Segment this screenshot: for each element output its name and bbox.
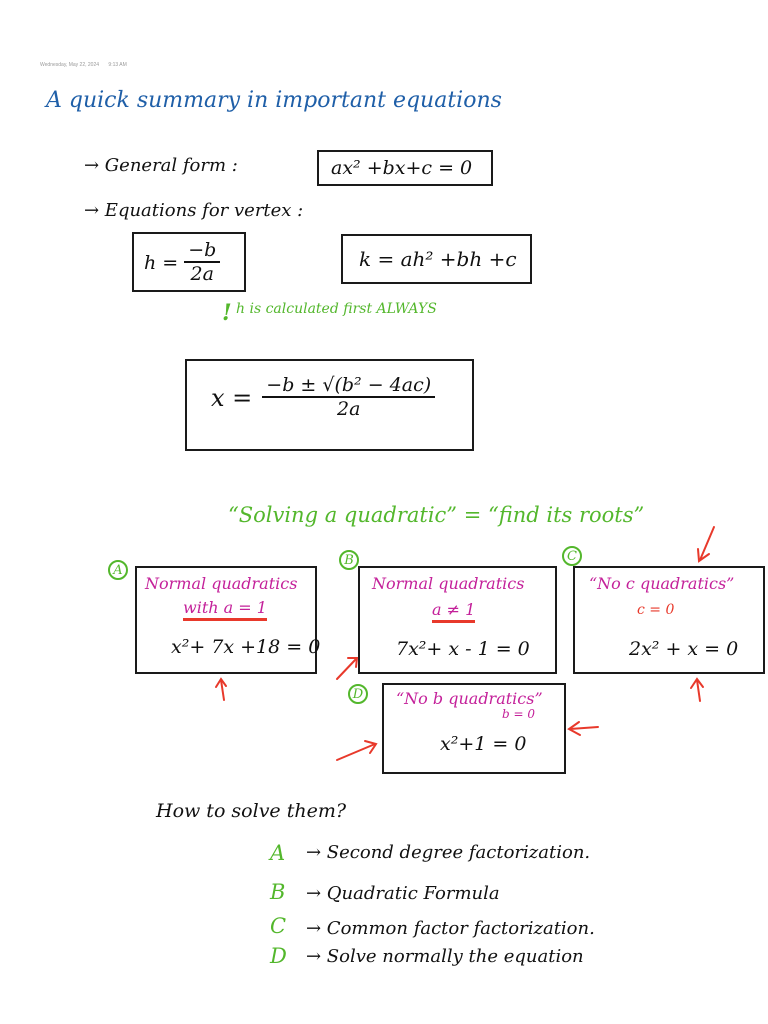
case-a-title: Normal quadratics xyxy=(145,574,298,593)
method-b-text: → Quadratic Formula xyxy=(306,883,500,904)
method-d-letter: D xyxy=(270,944,287,968)
arrow-case-b-icon xyxy=(336,657,359,680)
quadratic-formula-lhs: x = xyxy=(211,383,253,412)
case-b-badge: B xyxy=(339,550,359,570)
quadratic-formula-numerator: −b ± √(b² − 4ac) xyxy=(262,375,436,398)
vertex-h-fraction: −b 2a xyxy=(184,240,221,286)
quadratic-formula: x = −b ± √(b² − 4ac) 2a xyxy=(211,375,436,421)
warning-icon: ! xyxy=(222,300,232,326)
method-c-text: → Common factor factorization. xyxy=(306,918,595,939)
arrow-case-d-left-icon xyxy=(336,740,378,761)
case-d-title: “No b quadratics” xyxy=(396,689,543,708)
case-c-box: “No c quadratics” c = 0 2x² + x = 0 xyxy=(573,566,765,674)
general-form-label: → General form : xyxy=(84,155,238,176)
arrow-case-a-icon xyxy=(215,677,227,701)
arrow-case-c-top-icon xyxy=(697,526,715,563)
arrow-case-c-bottom-icon xyxy=(690,677,704,702)
vertex-h-formula: h = −b 2a xyxy=(144,240,221,286)
case-a-equation: x²+ 7x +18 = 0 xyxy=(171,636,321,658)
method-a-text: → Second degree factorization. xyxy=(306,842,591,863)
quadratic-formula-fraction: −b ± √(b² − 4ac) 2a xyxy=(262,375,436,421)
note-timestamp: Wednesday, May 22, 2024 9:13 AM xyxy=(40,62,135,68)
quadratic-formula-denominator: 2a xyxy=(337,397,361,420)
vertex-h-lhs: h = xyxy=(144,251,179,274)
case-c-title: “No c quadratics” xyxy=(589,574,735,593)
general-form-box: ax² +bx+c = 0 xyxy=(317,150,493,186)
method-a-letter: A xyxy=(270,841,286,865)
case-a-badge: A xyxy=(108,560,128,580)
method-c-letter: C xyxy=(270,914,287,938)
case-d-box: “No b quadratics” b = 0 x²+1 = 0 xyxy=(382,683,566,774)
page-title: A quick summary in important equations xyxy=(46,88,502,113)
vertex-label: → Equations for vertex : xyxy=(84,200,304,221)
vertex-h-denominator: 2a xyxy=(190,262,214,285)
vertex-note: h is calculated first ALWAYS xyxy=(236,301,437,317)
case-d-badge: D xyxy=(348,684,368,704)
solving-heading: “Solving a quadratic” = “find its roots” xyxy=(228,503,645,527)
case-a-box: Normal quadratics with a = 1 x²+ 7x +18 … xyxy=(135,566,321,674)
vertex-h-box: h = −b 2a xyxy=(132,232,246,292)
vertex-h-numerator: −b xyxy=(184,240,221,263)
arrow-case-d-right-icon xyxy=(567,721,599,736)
case-b-box: Normal quadratics a ≠ 1 7x²+ x - 1 = 0 xyxy=(358,566,557,674)
vertex-k-equation: k = ah² +bh +c xyxy=(359,247,517,271)
vertex-k-box: k = ah² +bh +c xyxy=(341,234,532,284)
quadratic-formula-box: x = −b ± √(b² − 4ac) 2a xyxy=(185,359,474,451)
case-b-title: Normal quadratics xyxy=(372,574,525,593)
case-c-badge: C xyxy=(562,546,582,566)
method-b-letter: B xyxy=(270,880,286,904)
case-d-condition: b = 0 xyxy=(502,707,535,721)
case-d-equation: x²+1 = 0 xyxy=(440,733,527,755)
case-a-condition: with a = 1 xyxy=(183,598,267,621)
case-c-condition: c = 0 xyxy=(637,602,675,618)
case-c-equation: 2x² + x = 0 xyxy=(629,638,739,660)
how-to-question: How to solve them? xyxy=(156,800,347,822)
case-b-condition: a ≠ 1 xyxy=(432,600,476,623)
note-time: 9:13 AM xyxy=(108,62,127,68)
note-date: Wednesday, May 22, 2024 xyxy=(40,62,100,68)
method-d-text: → Solve normally the equation xyxy=(306,946,584,967)
case-b-equation: 7x²+ x - 1 = 0 xyxy=(396,638,530,660)
general-form-equation: ax² +bx+c = 0 xyxy=(331,157,473,179)
